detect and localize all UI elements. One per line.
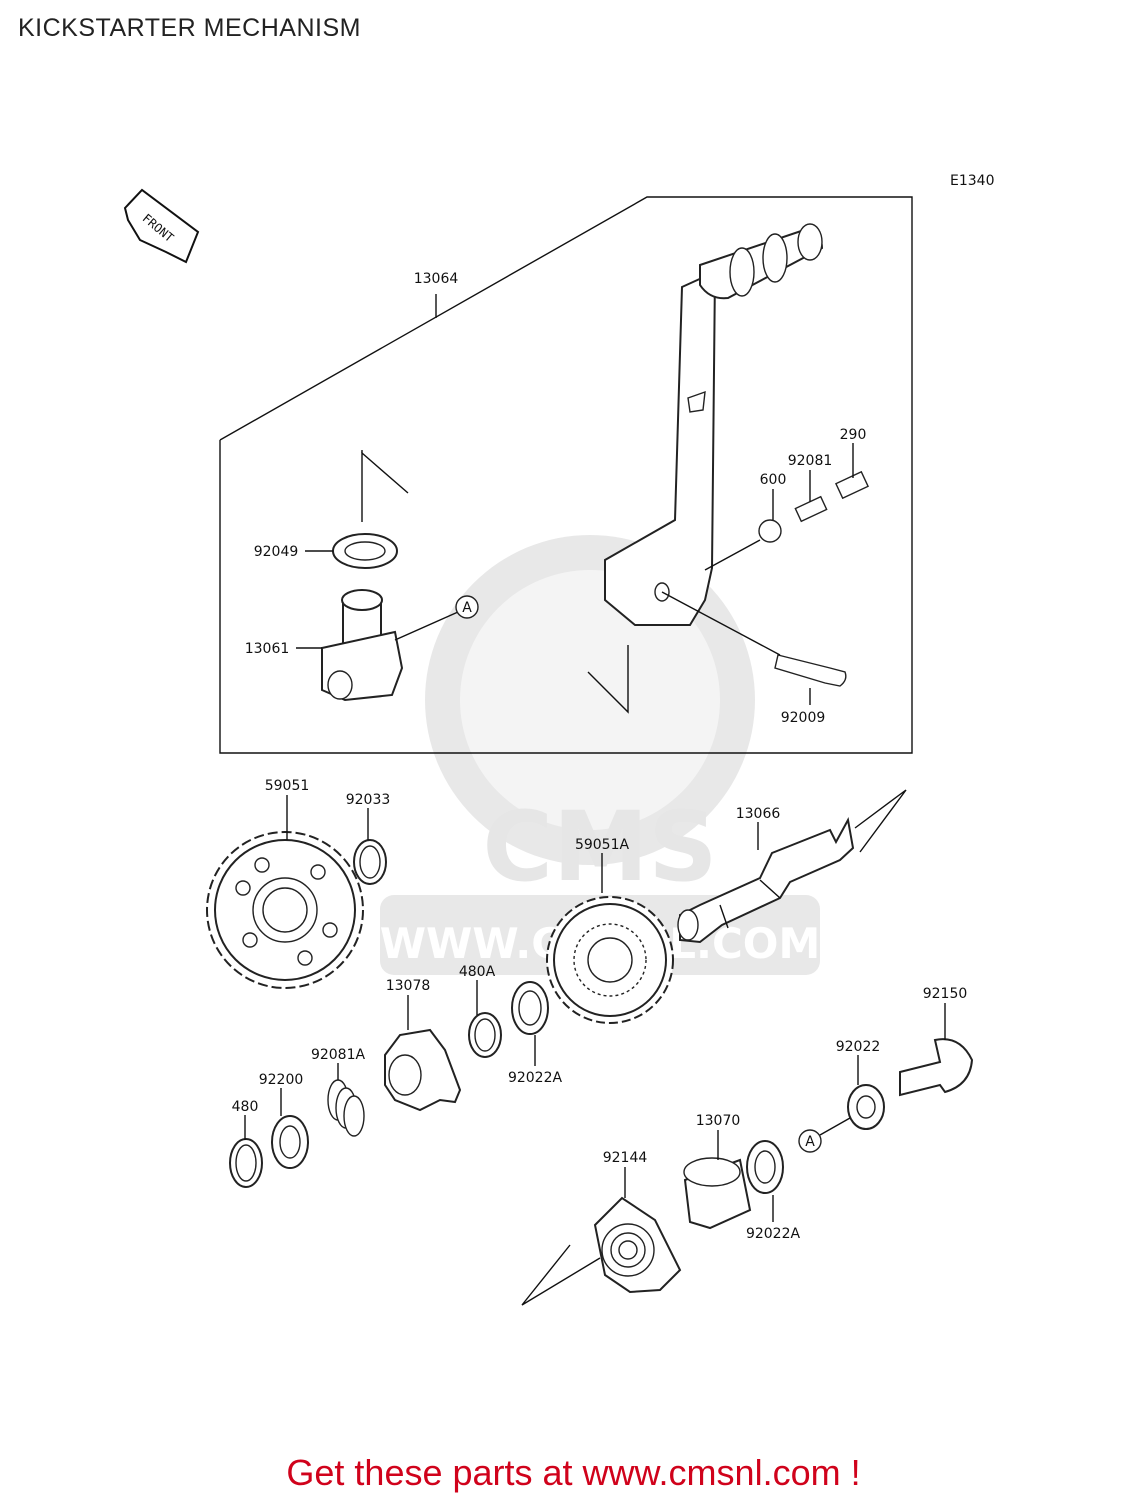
label-92022A-2: 92022A [746, 1226, 801, 1242]
ratchet-and-spring [229, 981, 549, 1188]
label-92150: 92150 [923, 986, 968, 1002]
label-92049: 92049 [254, 544, 299, 560]
kick-pedal-assembly-outline [219, 196, 913, 754]
label-480: 480 [232, 1099, 259, 1115]
bolt-and-collar: A [683, 1028, 974, 1230]
callout-a-upper: A [462, 600, 472, 616]
ratchet-gear [206, 831, 364, 989]
part-number-labels: 13064 290 92081 600 92049 13061 92009 59… [232, 271, 968, 1242]
label-13066: 13066 [736, 806, 781, 822]
kick-idle-gear [546, 896, 674, 1024]
kick-shaft-holder: A [321, 533, 479, 702]
diagram-code: E1340 [950, 173, 994, 189]
label-92200: 92200 [259, 1072, 304, 1088]
label-480A: 480A [459, 964, 496, 980]
label-92144: 92144 [603, 1150, 648, 1166]
label-92081A: 92081A [311, 1047, 366, 1063]
label-13061: 13061 [245, 641, 290, 657]
front-direction-arrow: FRONT [123, 188, 200, 264]
kick-shaft [677, 789, 907, 944]
label-13064: 13064 [414, 271, 459, 287]
footer-link[interactable]: Get these parts at www.cmsnl.com ! [286, 1452, 861, 1493]
watermark-logo: CMS [482, 791, 717, 903]
label-92022A-1: 92022A [508, 1070, 563, 1086]
label-13078: 13078 [386, 978, 431, 994]
kick-spring [521, 1196, 682, 1306]
label-290: 290 [840, 427, 867, 443]
label-92009: 92009 [781, 710, 826, 726]
label-92033: 92033 [346, 792, 391, 808]
pedal-detent-parts [361, 450, 869, 714]
callout-a-lower: A [805, 1134, 815, 1150]
label-59051: 59051 [265, 778, 310, 794]
label-92022: 92022 [836, 1039, 881, 1055]
label-92081: 92081 [788, 453, 833, 469]
page-title: KICKSTARTER MECHANISM [18, 14, 361, 42]
leader-lines [244, 443, 946, 1222]
label-13070: 13070 [696, 1113, 741, 1129]
kick-pedal-lever [604, 223, 824, 626]
label-59051A: 59051A [575, 837, 630, 853]
circlip-92033 [353, 839, 387, 885]
label-600: 600 [760, 472, 787, 488]
